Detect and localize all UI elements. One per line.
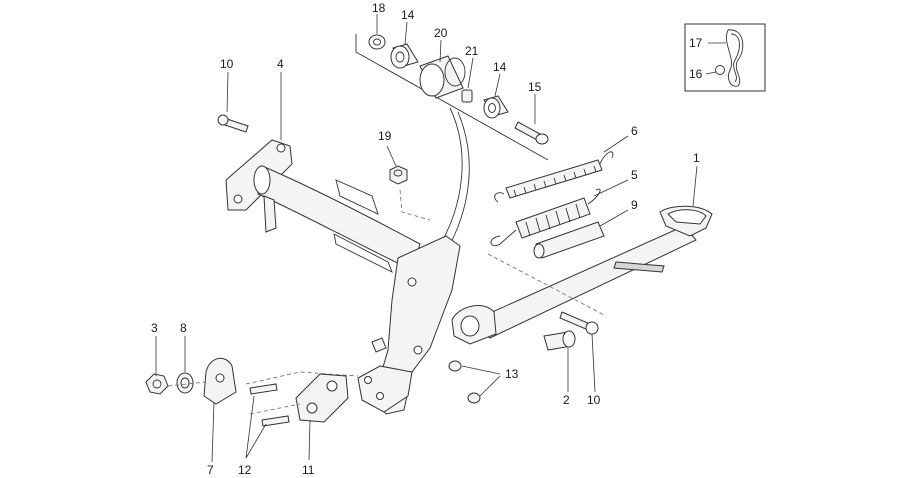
part-2-bolt <box>543 330 576 351</box>
callout-11: 11 <box>302 463 315 477</box>
callout-7: 7 <box>207 463 214 477</box>
part-14-bushing-right <box>483 95 509 119</box>
pivot-bracket-outline <box>355 34 549 255</box>
callout-12: 12 <box>238 463 252 477</box>
callout-10-top: 10 <box>220 57 234 71</box>
callout-5: 5 <box>631 168 638 182</box>
part-12-screws <box>249 383 290 427</box>
part-8-washer <box>176 372 194 394</box>
callout-19: 19 <box>378 129 392 143</box>
side-plate <box>357 235 461 415</box>
part-18-washer <box>368 34 386 50</box>
part-11-switch <box>295 373 349 423</box>
part-9-rubber-cover <box>533 221 605 259</box>
callout-20: 20 <box>434 26 448 40</box>
part-5-spring <box>490 188 601 247</box>
part-6-spring <box>494 151 614 203</box>
assembly-dashed-lines <box>167 189 607 415</box>
part-15-bolt <box>514 121 549 145</box>
callout-21: 21 <box>465 44 479 58</box>
callout-9: 9 <box>631 198 638 212</box>
part-3-nut <box>145 373 169 395</box>
callout-14-top: 14 <box>401 8 415 22</box>
part-19-nut <box>389 165 408 185</box>
callout-8: 8 <box>180 321 187 335</box>
callout-15: 15 <box>528 80 542 94</box>
callout-4: 4 <box>277 57 284 71</box>
part-10-bolt-top <box>217 114 249 133</box>
callout-16: 16 <box>689 67 703 81</box>
leader-lines <box>155 14 698 463</box>
part-20-sleeve <box>419 55 466 99</box>
callout-14-right: 14 <box>493 60 507 74</box>
part-4-frame-bracket <box>225 139 421 273</box>
callout-1: 1 <box>693 151 700 165</box>
part-7-cover <box>203 357 237 405</box>
callout-3: 3 <box>151 321 158 335</box>
inset-box <box>684 23 766 92</box>
callout-6: 6 <box>631 124 638 138</box>
callout-labels: 18 14 20 21 14 15 17 16 10 4 19 6 1 5 9 … <box>151 1 703 477</box>
callout-10-bottom: 10 <box>587 393 601 407</box>
callout-18: 18 <box>372 1 386 15</box>
callout-17: 17 <box>689 36 703 50</box>
part-14-bushing-top <box>390 43 419 69</box>
callout-2: 2 <box>563 393 570 407</box>
part-21-small-bush <box>461 89 473 103</box>
part-10-bolt-bottom <box>559 311 599 335</box>
part-13-nuts <box>448 360 481 404</box>
part-1-side-stand <box>451 205 713 345</box>
callout-13: 13 <box>505 367 519 381</box>
